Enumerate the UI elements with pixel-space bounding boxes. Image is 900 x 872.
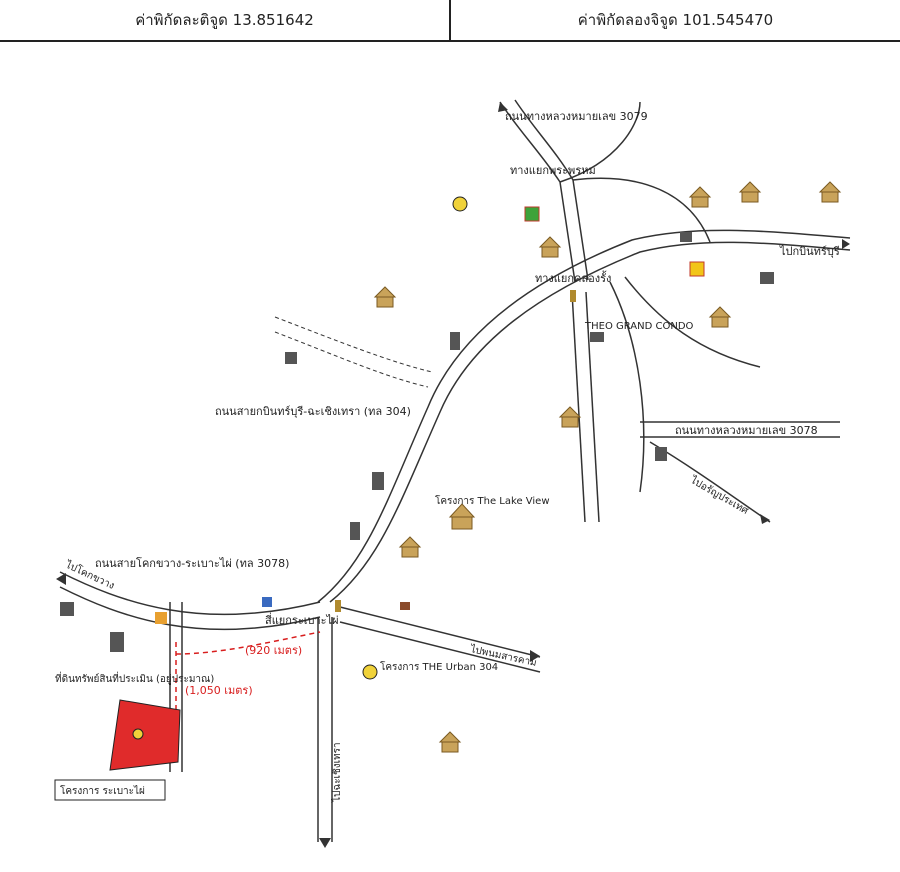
subject-site-label: ที่ดินทรัพย์สินที่ประเมิน (อยู่ประมาณ) bbox=[55, 671, 214, 685]
road-304-label: ถนนสายกบินทร์บุรี-ฉะเชิงเทรา (ทล 304) bbox=[215, 405, 411, 418]
lake-view-label: โครงการ The Lake View bbox=[435, 494, 550, 507]
location-map: ถนนทางหลวงหมายเลข 3079 ทางแยกพระพรหม ไปก… bbox=[0, 42, 900, 872]
road-3078 bbox=[59, 571, 541, 673]
to-prachinburi-label: ไปกบินทร์บุรี bbox=[779, 245, 840, 258]
shop-icon bbox=[155, 597, 410, 624]
hwy-3078-right-label: ถนนทางหลวงหมายเลข 3078 bbox=[675, 424, 818, 437]
house-icon bbox=[373, 181, 842, 753]
road-304 bbox=[317, 229, 851, 603]
distance-1050-label: (1,050 เมตร) bbox=[185, 684, 253, 697]
road-3078-left-label: ถนนสายโคกขวาง-ระเบาะไผ่ (ทล 3078) bbox=[95, 556, 289, 570]
temple-icon bbox=[335, 290, 576, 612]
junction-main-label: ทางแยกคลองรั้ง bbox=[535, 270, 611, 285]
junction-bottom-label: สี่แยกระเบาะไผ่ bbox=[265, 612, 339, 627]
map-svg: ถนนทางหลวงหมายเลข 3079 ทางแยกพระพรหม ไปก… bbox=[54, 99, 851, 848]
gas-station-icon bbox=[689, 261, 705, 277]
coordinates-header: ค่าพิกัดละติจูด 13.851642 ค่าพิกัดลองจิจ… bbox=[0, 0, 900, 42]
latitude-label: ค่าพิกัดละติจูด 13.851642 bbox=[135, 11, 314, 29]
urban-label: โครงการ THE Urban 304 bbox=[380, 660, 498, 673]
longitude-label: ค่าพิกัดลองจิจูด 101.545470 bbox=[577, 11, 774, 29]
distance-920-label: (920 เมตร) bbox=[245, 644, 302, 657]
building-icon bbox=[60, 232, 774, 652]
legend-bottom-label: โครงการ ระเบาะไผ่ bbox=[60, 784, 145, 797]
header-divider bbox=[449, 0, 451, 40]
school-icon bbox=[362, 196, 540, 680]
to-sisophon-label: ไปอรัญประเทศ bbox=[688, 474, 751, 518]
site-marker-icon bbox=[132, 728, 144, 740]
junction-top-label: ทางแยกพระพรหม bbox=[510, 164, 596, 177]
distance-lines bbox=[175, 631, 321, 722]
theo-condo-label: THEO GRAND CONDO bbox=[584, 321, 694, 332]
hwy-3079-label: ถนนทางหลวงหมายเลข 3079 bbox=[505, 110, 648, 123]
subject-site bbox=[109, 699, 181, 771]
legend-box bbox=[54, 779, 166, 801]
arrow-icon bbox=[56, 102, 850, 848]
road-south bbox=[169, 602, 333, 842]
road-upper-left bbox=[274, 316, 433, 388]
to-chachoengsao-label: ไปฉะเชิงเทรา bbox=[331, 742, 343, 803]
road-3079 bbox=[499, 99, 711, 283]
